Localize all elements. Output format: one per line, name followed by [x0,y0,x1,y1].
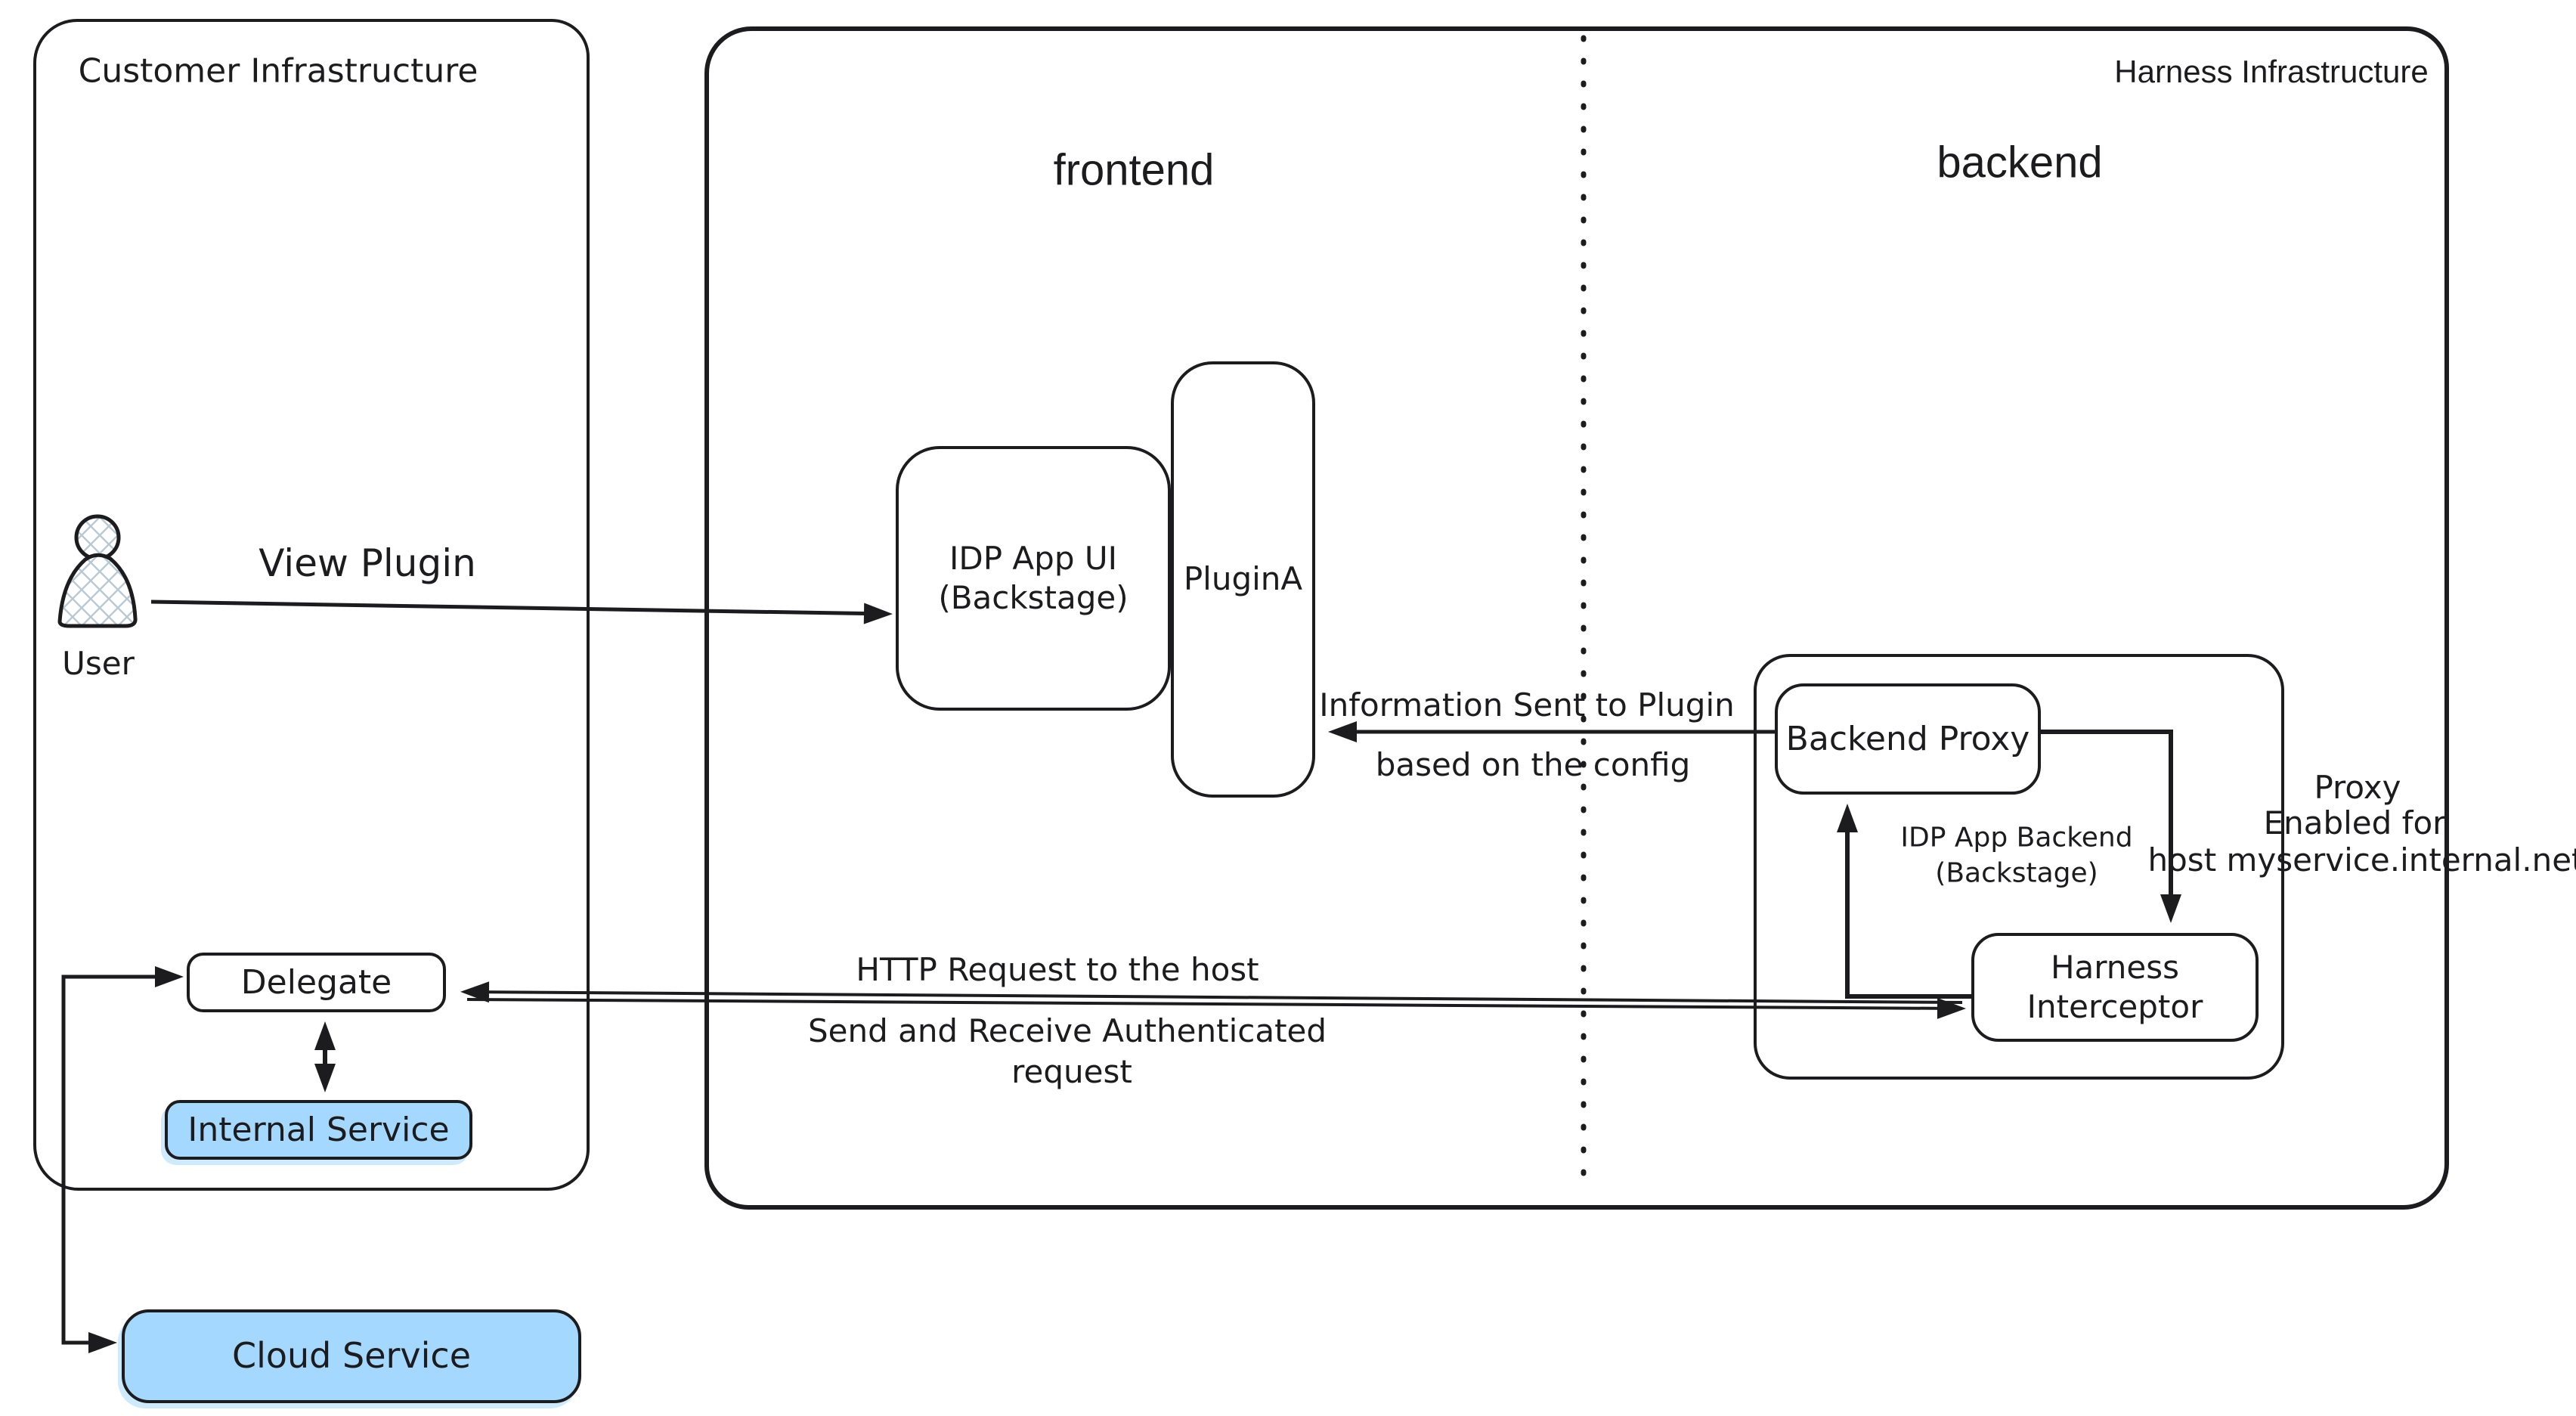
frontend-label: frontend [1053,145,1215,195]
idp-app-backend-label-line1: IDP App Backend [1900,822,2133,854]
backend-proxy-box: Backend Proxy [1775,683,2041,795]
user-label: User [62,644,135,682]
send-receive-label-line1: Send and Receive Authenticated [807,1012,1327,1049]
internal-service-label: Internal Service [187,1111,450,1149]
cloud-service-box: Cloud Service [122,1309,581,1403]
http-request-arrow-right [466,997,1966,1019]
backend-label: backend [1937,138,2103,187]
proxy-enabled-note-line2: Enabled for [2263,804,2446,841]
harness-infrastructure-box [704,26,2449,1210]
idp-app-ui-label-line1: IDP App UI [949,539,1117,577]
delegate-cloud-connector [61,966,184,1353]
harness-interceptor-label-line1: Harness [2050,948,2180,986]
backend-proxy-label: Backend Proxy [1785,720,2030,758]
delegate-box: Delegate [187,953,446,1012]
send-receive-label-line2: request [1011,1052,1132,1090]
customer-infrastructure-title: Customer Infrastructure [78,51,478,91]
plugin-a-box: PluginA [1171,361,1315,798]
info-sent-label-line1: Information Sent to Plugin [1319,686,1735,723]
harness-interceptor-label-line2: Interceptor [2026,988,2203,1025]
delegate-label: Delegate [240,963,392,1002]
harness-infrastructure-title: Harness Infrastructure [2114,53,2429,89]
proxy-enabled-note-line1: Proxy [2314,768,2401,806]
idp-app-backend-label-line2: (Backstage) [1935,857,2098,889]
view-plugin-arrow [150,600,893,624]
http-request-label: HTTP Request to the host [856,950,1259,988]
cloud-service-label: Cloud Service [231,1335,472,1377]
info-sent-label-line2: based on the config [1375,745,1691,783]
plugin-a-label: PluginA [1183,560,1303,598]
idp-app-ui-box: IDP App UI (Backstage) [896,446,1171,711]
proxy-to-interceptor-arrow [2041,730,2181,923]
http-request-arrow-left [460,981,1963,1004]
user-icon [57,514,138,628]
idp-app-ui-label-line2: (Backstage) [938,579,1129,616]
idp-app-backend-group-box [1754,654,2284,1080]
proxy-enabled-note-line3: host myservice.internal.net [2147,841,2576,878]
customer-infrastructure-box [33,19,590,1191]
interceptor-to-proxy-arrow [1837,804,1971,999]
view-plugin-label: View Plugin [259,541,476,585]
internal-service-box: Internal Service [165,1100,472,1160]
harness-interceptor-box: Harness Interceptor [1971,933,2259,1042]
